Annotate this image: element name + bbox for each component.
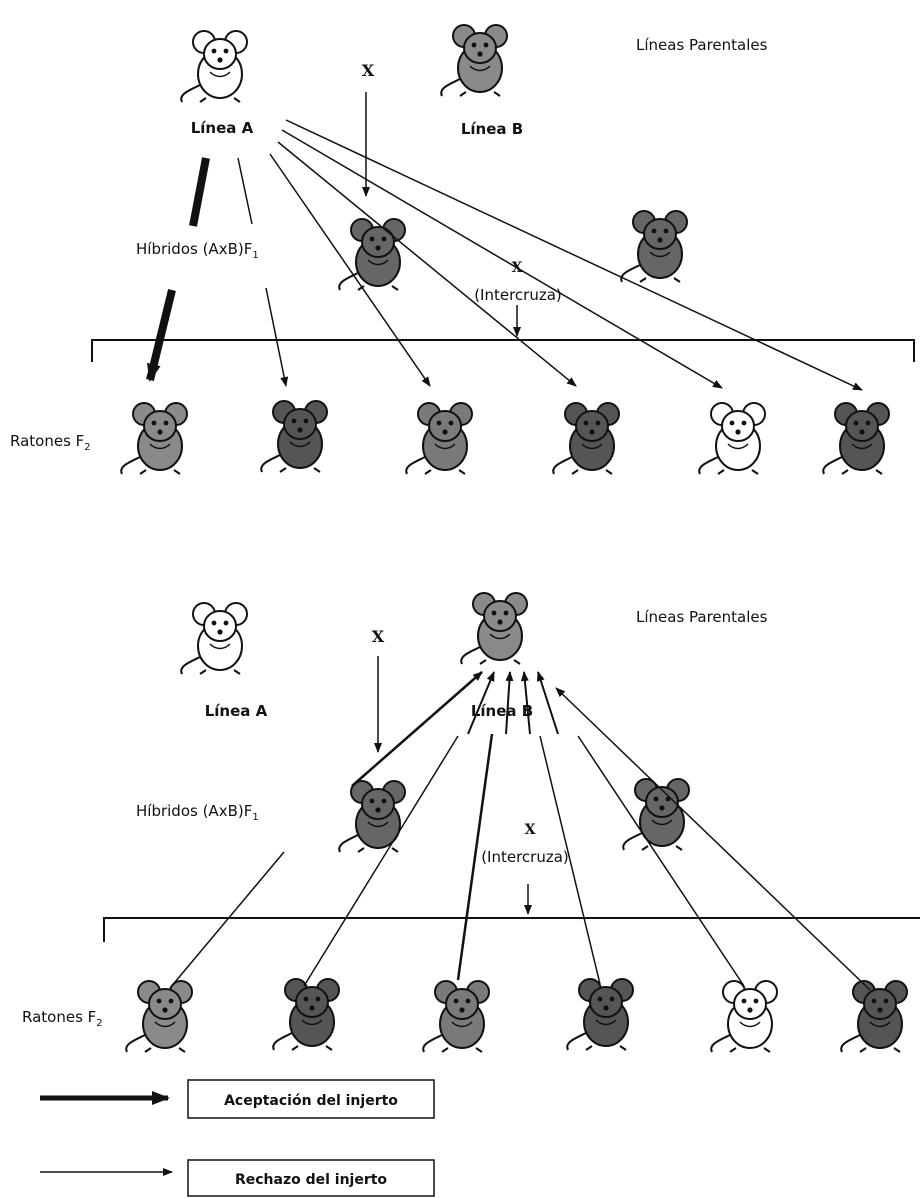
- hybrids-label-bottom: Híbridos (AxB)F1: [136, 802, 259, 823]
- cross-x-bottom: X: [372, 627, 385, 646]
- arrowhead-bottom-5: [536, 671, 559, 735]
- legend-accept-label: Aceptación del injerto: [224, 1093, 398, 1109]
- intercross-x-bottom: X: [525, 822, 536, 838]
- reject-line-top-2-upper: [237, 157, 253, 225]
- mouse-f2-1-top: [120, 402, 188, 475]
- mouse-f1-hybrid-2-bottom: [622, 778, 690, 851]
- mouse-f2-6-top: [822, 402, 890, 475]
- reject-line-bottom-1: [169, 851, 285, 989]
- line-a-label-top: Línea A: [191, 119, 254, 137]
- intercross-label-top: (Intercruza): [474, 286, 562, 304]
- mouse-f2-4-top: [552, 402, 620, 475]
- parental-title-top: Líneas Parentales: [636, 36, 768, 54]
- arrowhead-bottom-2: [467, 671, 495, 735]
- mouse-f2-3-top: [405, 402, 473, 475]
- mouse-f2-3-bottom: [422, 980, 490, 1053]
- arrowhead-bottom-3: [505, 671, 514, 735]
- reject-arrow-bottom-6: [555, 687, 871, 991]
- reject-arrow-top-6: [285, 119, 863, 391]
- reject-line-bottom-2: [303, 735, 459, 987]
- mouse-line-b-bottom: [460, 592, 528, 665]
- mouse-f1-hybrid-2-top: [620, 210, 688, 283]
- mouse-f2-4-bottom: [566, 978, 634, 1051]
- legend-reject-label: Rechazo del injerto: [235, 1172, 387, 1188]
- mouse-line-a-top: [180, 30, 248, 103]
- intercross-label-bottom: (Intercruza): [481, 848, 569, 866]
- arrowhead-bottom-4: [520, 671, 531, 735]
- cross-x-top: X: [362, 61, 375, 80]
- mouse-f2-5-bottom: [710, 980, 778, 1053]
- reject-line-bottom-3: [456, 733, 494, 981]
- reject-arrow-top-3: [269, 153, 431, 387]
- line-b-label-top: Línea B: [461, 120, 523, 138]
- mouse-f1-hybrid-1-top: [338, 218, 406, 291]
- line-b-label-bottom: Línea B: [471, 702, 533, 720]
- reject-arrow-top-5: [281, 129, 723, 389]
- line-a-label-bottom: Línea A: [205, 702, 268, 720]
- f2-label-top: Ratones F2: [10, 432, 91, 453]
- parental-title-bottom: Líneas Parentales: [636, 608, 768, 626]
- bottom-panel: Líneas Parentales Línea A Línea B X Híbr…: [22, 592, 920, 1053]
- accept-arrow-top-upper: [189, 157, 210, 227]
- f2-bracket-bottom: [103, 917, 920, 942]
- legend: Aceptación del injerto Rechazo del injer…: [40, 1079, 435, 1197]
- legend-accept-box: [187, 1079, 435, 1119]
- mouse-f2-2-top: [260, 400, 328, 473]
- mouse-f2-2-bottom: [272, 978, 340, 1051]
- top-panel: Líneas Parentales Línea A Línea B X Híbr…: [10, 24, 915, 475]
- reject-line-bottom-4: [539, 735, 601, 985]
- reject-arrow-top-4: [277, 141, 577, 387]
- legend-reject-box: [187, 1159, 435, 1197]
- f2-bracket-top: [91, 339, 915, 362]
- mouse-f2-1-bottom: [125, 980, 193, 1053]
- mouse-line-b-top: [440, 24, 508, 97]
- reject-line-bottom-5: [577, 735, 745, 987]
- accept-arrow-top-lower: [146, 289, 176, 382]
- reject-arrow-top-2: [265, 287, 289, 387]
- mouse-f1-hybrid-1-bottom: [338, 780, 406, 853]
- f2-label-bottom: Ratones F2: [22, 1008, 103, 1029]
- mouse-f2-6-bottom: [840, 980, 908, 1053]
- mouse-f2-5-top: [698, 402, 766, 475]
- accept-arrow-bottom-1: [351, 671, 483, 787]
- mouse-line-a-bottom: [180, 602, 248, 675]
- hybrids-label-top: Híbridos (AxB)F1: [136, 240, 259, 261]
